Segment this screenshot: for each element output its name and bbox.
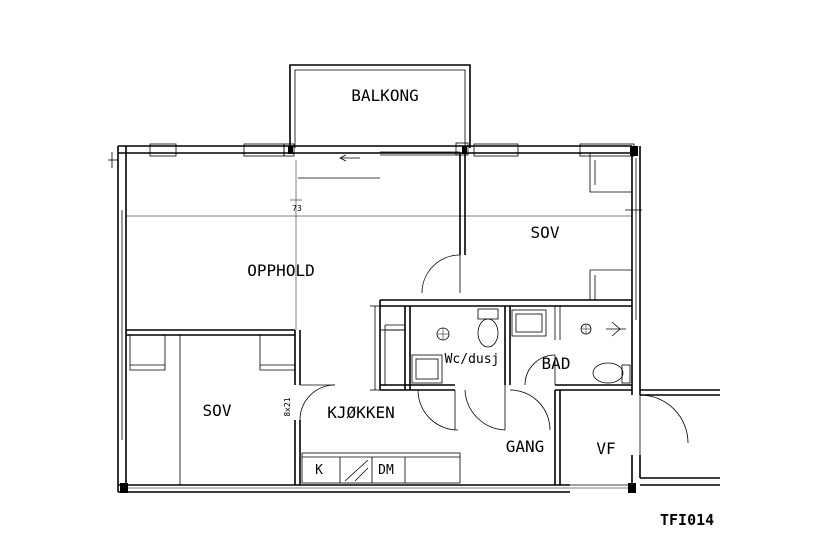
bedroom-left-beds — [129, 335, 295, 485]
doors — [299, 142, 689, 455]
door-size-mark: 8x21 — [283, 397, 292, 416]
room-label-opphold: OPPHOLD — [247, 261, 314, 280]
drawing-code: TFI014 — [660, 511, 714, 529]
dimension-lines — [126, 160, 632, 489]
kitchen-mark-dm: DM — [378, 463, 394, 478]
balcony — [289, 64, 471, 179]
kitchen-counter — [301, 452, 461, 484]
room-label-sov-left: SOV — [203, 401, 232, 420]
exterior-walls — [108, 143, 720, 493]
room-label-wc-dusj: Wc/dusj — [445, 352, 500, 367]
room-label-vf: VF — [596, 439, 615, 458]
ceiling-height-mark: 73 — [292, 204, 302, 213]
room-label-kjokken: KJØKKEN — [327, 403, 394, 422]
bathroom-fixtures — [411, 308, 631, 384]
interior-walls — [126, 153, 632, 485]
kitchen-mark-k: K — [315, 463, 323, 478]
room-label-balkong: BALKONG — [351, 86, 418, 105]
bedroom-right-beds — [589, 153, 632, 300]
room-label-gang: GANG — [506, 437, 545, 456]
room-label-bad: BAD — [542, 354, 571, 373]
room-label-sov-right: SOV — [531, 223, 560, 242]
